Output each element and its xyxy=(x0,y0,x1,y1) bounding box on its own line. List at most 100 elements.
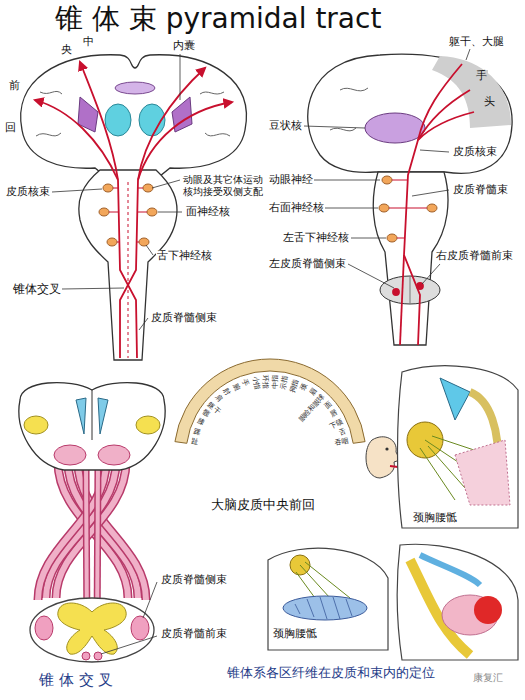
tract-label: 皮质核束 xyxy=(452,146,498,159)
leader-lines-part xyxy=(52,189,102,192)
spinal-cord-section-part xyxy=(82,652,90,660)
lateral-brain-part xyxy=(380,276,440,304)
medulla-section-part xyxy=(76,398,86,434)
body-map-label: 环指 xyxy=(261,375,270,390)
region-label: 躯干、大腿 xyxy=(448,36,505,49)
coronal-brain-part xyxy=(115,82,155,94)
body-map-label: 膝 xyxy=(196,417,206,427)
region-label: 回 xyxy=(4,122,17,135)
spinal-cord-section-part xyxy=(94,652,102,660)
nucleus-label: 面神经核 xyxy=(185,206,231,219)
coronal-brain-part xyxy=(147,208,157,216)
lateral-brain-part xyxy=(308,54,512,173)
body-map-label: 舌 xyxy=(338,427,347,437)
tract-label: 左皮质脊髓侧束 xyxy=(268,258,347,271)
body-map-label: 踝 xyxy=(193,427,202,437)
body-map-label: 腕 xyxy=(230,382,240,392)
medulla-section xyxy=(19,383,165,470)
pyramidal-tract-lines xyxy=(35,62,232,358)
tract-label: 右皮质脊髓前束 xyxy=(435,250,514,263)
brainstem-section-part xyxy=(283,596,367,620)
figure-caption: 大脑皮质中央前回 xyxy=(210,498,316,513)
tract-label: 皮质脊髓侧束 xyxy=(160,574,228,587)
lateral-brain-part xyxy=(410,276,411,304)
leader-lines-part xyxy=(139,318,148,330)
pyramidal-tract-lines-part xyxy=(80,62,118,180)
watermark: 康复汇 xyxy=(472,672,504,684)
pyramidal-tract-lines-part xyxy=(138,102,232,180)
leader-lines-part xyxy=(180,54,181,100)
leader-lines-part xyxy=(158,212,182,213)
brainstem-section-part xyxy=(268,548,388,650)
leader-lines xyxy=(52,54,182,330)
body-map-label: 趾 xyxy=(191,437,199,446)
body-map-label: 拇指 xyxy=(288,378,300,394)
tract-label: 皮质脊髓侧束 xyxy=(150,312,218,325)
spinal-cord-section-part xyxy=(35,616,53,640)
coronal-brain-part xyxy=(103,184,113,192)
structure-label: 内囊 xyxy=(172,40,196,53)
coronal-brain-part xyxy=(105,104,131,136)
body-map-label: 眼睑和眼球 xyxy=(297,393,326,424)
internal-capsule-section xyxy=(398,366,519,528)
leader-lines-part xyxy=(314,180,380,181)
tract-label: 皮质脊髓束 xyxy=(452,184,509,197)
medulla-section-part xyxy=(136,416,160,434)
coronal-brain-part xyxy=(143,184,153,192)
pyramidal-tract-lines-part xyxy=(128,182,129,358)
note-label: 动眼及其它体运动核均接受双侧支配 xyxy=(182,174,268,198)
segment-label: 颈胸腰骶 xyxy=(412,512,458,525)
spinal-cord-section-part xyxy=(58,603,126,654)
spinal-cord-section-part xyxy=(131,616,149,640)
lateral-brain-part xyxy=(427,204,437,212)
brainstem-section xyxy=(268,548,388,650)
precentral-cortex-band-part xyxy=(175,359,365,443)
precentral-cortex-band xyxy=(175,359,365,443)
internal-capsule-section-part xyxy=(440,378,470,420)
leader-lines-part xyxy=(325,208,378,209)
face-profile-part xyxy=(366,437,400,478)
lateral-brain-part xyxy=(379,204,389,212)
face-profile-part xyxy=(390,466,398,467)
region-label: 手 xyxy=(475,70,488,83)
pyramidal-tract-lines-part xyxy=(118,180,137,358)
brainstem-section-part xyxy=(296,562,350,598)
nucleus-label: 左舌下神经核 xyxy=(282,232,350,245)
leader-lines-part xyxy=(412,190,449,196)
lateral-brain xyxy=(308,54,512,345)
leader-lines-part xyxy=(420,150,449,152)
title: 锥 体 束 pyramidal tract xyxy=(55,2,381,36)
medulla-section-part xyxy=(92,390,93,440)
pyramidal-tract-lines-part xyxy=(393,289,399,295)
pyramidal-tract-lines-part xyxy=(35,100,118,180)
pyramidal-tract-lines-part xyxy=(418,112,474,140)
segment-label: 颈胸腰骶 xyxy=(272,628,318,641)
medulla-section-part xyxy=(98,445,130,465)
leader-lines-part xyxy=(351,238,386,239)
nucleus-label: 右面神经核 xyxy=(268,202,325,215)
spinal-tract-section-part xyxy=(420,555,480,585)
body-map-label: 肘 xyxy=(222,387,233,397)
leader-lines-part xyxy=(143,582,157,618)
medulla-section-part xyxy=(98,398,108,434)
coronal-brain-part xyxy=(99,208,109,216)
body-map-label: 吞咽 xyxy=(334,437,349,447)
internal-capsule-section-part xyxy=(398,366,519,528)
body-map-label: 肩 xyxy=(214,393,225,404)
spinal-tract-section-part xyxy=(474,596,502,624)
spinal-cord-section-part xyxy=(30,598,154,662)
coronal-brain-part xyxy=(21,55,247,180)
leader-lines xyxy=(101,582,157,654)
coronal-brain xyxy=(21,55,247,360)
medulla-section-part xyxy=(19,383,165,470)
lateral-brain-part xyxy=(365,113,425,143)
leader-lines-part xyxy=(152,180,180,188)
region-label: 头 xyxy=(483,96,496,109)
tract-label: 皮质脊髓前束 xyxy=(160,628,228,641)
spinal-tract-section xyxy=(397,544,518,660)
leader-lines-part xyxy=(62,288,124,289)
face-profile-part xyxy=(385,447,388,450)
leader-lines-part xyxy=(422,264,440,284)
